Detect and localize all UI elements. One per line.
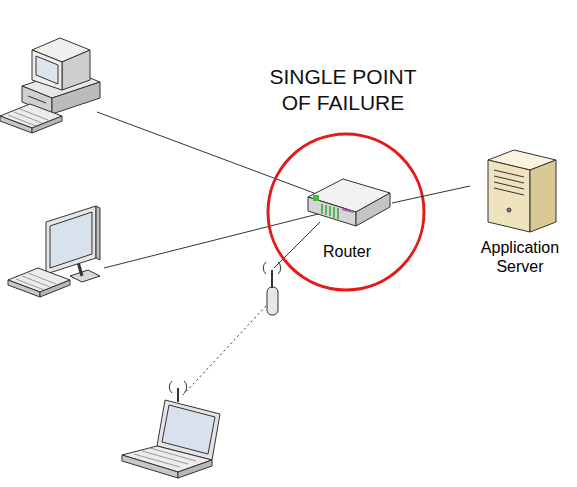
workstation — [8, 206, 100, 297]
router-node: Router — [302, 168, 392, 261]
wire — [274, 222, 320, 268]
network-link — [392, 186, 470, 203]
laptop — [122, 381, 220, 478]
server-node: Application Server — [470, 146, 570, 276]
router-icon — [308, 179, 390, 226]
failure-ring — [268, 134, 424, 290]
node-label: Application Server — [470, 238, 570, 276]
wire — [97, 112, 322, 196]
callout-title: SINGLE POINT OF FAILURE — [253, 64, 433, 116]
desktop-computer — [0, 38, 100, 133]
access-point — [263, 262, 280, 315]
server-tower — [488, 150, 556, 232]
node-label: Router — [302, 242, 392, 261]
wireless-link — [182, 306, 266, 396]
